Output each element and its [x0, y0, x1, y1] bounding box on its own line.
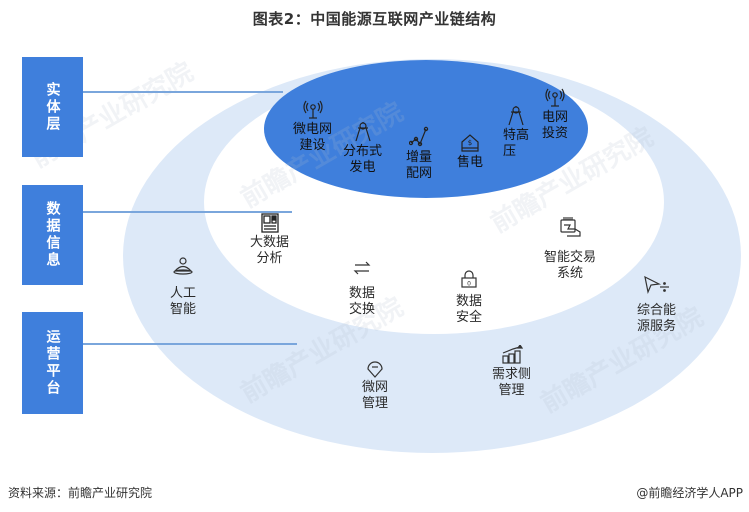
node-integrated-energy-services: 综合能 源服务 [637, 275, 676, 335]
node-label: 微电网 建设 [293, 122, 333, 153]
node-label: 综合能 源服务 [637, 303, 677, 334]
layer-box-physical: 实体层 [22, 57, 83, 157]
node-incremental-distribution: 增量 配网 [406, 126, 432, 182]
source-note: 资料来源：前瞻产业研究院 [8, 486, 153, 500]
connector-line-physical [83, 91, 283, 93]
node-data-security: 0 数据 安全 [456, 270, 482, 326]
person-icon [173, 257, 193, 275]
cursor-divide-icon [643, 275, 669, 295]
antenna-icon [545, 88, 565, 107]
connector-line-data [83, 211, 292, 213]
node-label: 微网 管理 [362, 380, 389, 411]
node-artificial-intelligence: 人工 智能 [170, 256, 196, 318]
pylon-icon [508, 106, 524, 126]
node-big-data-analysis: 大数据 分析 [250, 213, 289, 267]
node-label: 增量 配网 [406, 150, 433, 181]
node-smart-trading-system: 智能交易 系统 [544, 216, 596, 282]
pylon-icon [354, 122, 371, 142]
antenna-icon [302, 100, 323, 119]
node-label: 数据 交换 [349, 286, 376, 317]
node-grid-investment: 电网 投资 [542, 88, 568, 142]
hand-card-icon [560, 217, 581, 237]
connector-line-platform [83, 343, 297, 345]
line-graph-icon [409, 126, 429, 147]
dollar-house-icon: $ [461, 134, 479, 152]
node-label: 特高 压 [503, 128, 530, 159]
node-label: 电网 投资 [542, 110, 569, 141]
node-uhv: 特高 压 [503, 106, 529, 160]
layer-label: 数据信息 [44, 201, 61, 269]
chart-title: 图表2：中国能源互联网产业链结构 [252, 10, 497, 28]
node-label: 大数据 分析 [250, 235, 290, 266]
node-microgrid-construction: 微电网 建设 [293, 100, 332, 154]
svg-text:$: $ [468, 139, 472, 147]
node-microgrid-management: 微网 管理 [362, 360, 388, 412]
node-label: 需求侧 管理 [492, 367, 532, 398]
node-label: 数据 安全 [456, 294, 483, 325]
bar-growth-icon [501, 345, 523, 364]
svg-text:0: 0 [467, 281, 471, 288]
layer-box-platform: 运营平台 [22, 312, 83, 414]
node-distributed-generation: 分布式 发电 [343, 122, 382, 176]
node-label: 人工 智能 [170, 286, 197, 317]
dashboard-icon [260, 213, 279, 233]
node-label: 售电 [457, 155, 484, 170]
node-demand-side-management: 需求侧 管理 [492, 345, 531, 399]
node-label: 智能交易 系统 [544, 250, 597, 281]
location-pin-icon [367, 361, 383, 378]
node-electricity-sales: $ 售电 [457, 133, 483, 171]
layer-label: 实体层 [44, 81, 61, 133]
exchange-arrows-icon [353, 261, 371, 275]
layer-label: 运营平台 [44, 329, 61, 397]
lock-icon: 0 [461, 270, 477, 288]
layer-box-data: 数据信息 [22, 185, 83, 285]
node-label: 分布式 发电 [343, 144, 383, 175]
credit-note: @前瞻经济学人APP [636, 486, 743, 500]
node-data-exchange: 数据 交换 [349, 260, 375, 318]
